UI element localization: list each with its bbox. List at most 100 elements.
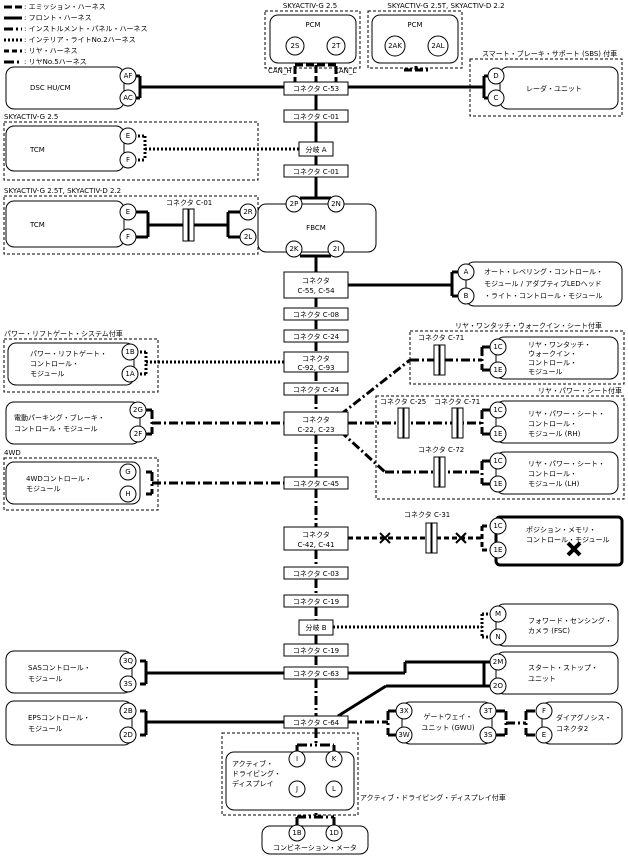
- pin-tcm1-f: F: [126, 156, 130, 164]
- pin-m-1b: 1B: [292, 829, 301, 837]
- connector-c45: [283, 476, 349, 490]
- pin-3q: 3Q: [123, 657, 133, 665]
- pin-h: H: [125, 490, 130, 498]
- pin-2o: 2O: [493, 682, 503, 690]
- pin-2p: 2P: [290, 200, 299, 208]
- sas-module: [5, 650, 133, 694]
- pin-rh-1c: 1C: [493, 406, 502, 414]
- pin-wi-1c: 1C: [493, 343, 502, 351]
- walkin-label-3: コントロール・: [528, 359, 577, 367]
- rps-rh-label-2: コントロール・: [528, 420, 577, 428]
- auto-leveling-label-3: ・ライト・コントロール・モジュール: [484, 292, 603, 300]
- pin-g: G: [125, 468, 130, 476]
- branch-b-label: 分岐 B: [305, 623, 326, 632]
- legend-rear: : リヤ・ハーネス: [24, 47, 78, 55]
- radar-module: [499, 66, 619, 110]
- group-label-active-disp: アクティブ・ドライビング・ディスプレイ付車: [360, 793, 506, 802]
- legend-front: : フロント・ハーネス: [24, 14, 92, 22]
- eps-module: [5, 700, 133, 746]
- legend-instrument: : インストルメント・パネル・ハーネス: [24, 25, 147, 33]
- connector-c42-label-2: C-42, C-41: [297, 541, 334, 549]
- diag-label-2: コネクタ2: [556, 724, 588, 733]
- fsc-module: [495, 603, 619, 647]
- pin-k: K: [332, 755, 337, 763]
- connector-c24b-label: コネクタ C-24: [293, 385, 340, 394]
- pin-af: AF: [124, 72, 133, 80]
- rps-rh-label-1: リヤ・パワー・シート・: [528, 410, 605, 418]
- sas-label-1: SASコントロール・: [28, 664, 91, 672]
- legend: : エミッション・ハーネス : フロント・ハーネス : インストルメント・パネル…: [4, 3, 147, 66]
- connector-c24a: [283, 329, 349, 343]
- branch-a-label: 分岐 A: [305, 145, 326, 154]
- liftgate-label-1: パワー・リフトゲート・: [30, 349, 107, 358]
- epb-label-1: 電動パーキング・ブレーキ・: [14, 413, 105, 422]
- pin-2n: 2N: [331, 200, 341, 208]
- connector-c71b-label: コネクタ C-71: [434, 397, 480, 406]
- can-l-label: CAN_L: [334, 67, 356, 75]
- option-groups: SKYACTIV-G 2.5 SKYACTIV-G 2.5T, SKYACTIV…: [3, 2, 625, 816]
- connector-c01-tcm-label: コネクタ C-01: [166, 198, 212, 207]
- tcm-module-2: [5, 200, 125, 248]
- connector-c92-label-2: C-92, C-93: [297, 364, 334, 372]
- connector-c63-label: コネクタ C-63: [293, 669, 339, 678]
- dsc-module: [5, 66, 125, 110]
- rps-lh-label-3: モジュール (LH): [528, 480, 580, 488]
- start-stop-label-2: ユニット: [528, 675, 556, 683]
- pin-pm-1c: 1C: [493, 522, 502, 530]
- group-label-skyg25-tcm: SKYACTIV-G 2.5: [4, 113, 58, 121]
- fbcm-label: FBCM: [306, 224, 326, 232]
- can-h-label: CAN_H: [268, 67, 292, 75]
- pin-diag-e: E: [542, 731, 546, 739]
- group-label-sbs: スマート・ブレーキ・サポート (SBS) 付車: [482, 49, 617, 58]
- pin-2f: 2F: [134, 430, 142, 438]
- group-label-skyg25t-tcm: SKYACTIV-G 2.5T, SKYACTIV-D 2.2: [4, 187, 121, 195]
- connector-c24a-label: コネクタ C-24: [293, 332, 340, 341]
- pos-mem-label-2: コントロール・モジュール: [526, 536, 610, 544]
- pin-c: C: [494, 94, 499, 102]
- open-circuit-mark-1: [379, 532, 391, 544]
- liftgate-label-2: コントロール・: [30, 360, 79, 368]
- pin-m-1d: 1D: [329, 829, 339, 837]
- pin-tcm1-e: E: [126, 132, 130, 140]
- connector-c31-label: コネクタ C-31: [404, 510, 450, 519]
- start-stop-module: [495, 651, 619, 695]
- connector-c08-label: コネクタ C-08: [293, 310, 339, 319]
- group-label-rear-walkin: リヤ・ワンタッチ・ウォークイン・シート付車: [455, 321, 602, 330]
- connector-c42: [283, 526, 349, 551]
- group-label-4wd: 4WD: [4, 449, 21, 457]
- meter-label: コンビネーション・メータ: [273, 843, 357, 852]
- group-label-skyg25t-top: SKYACTIV-G 2.5T, SKYACTIV-D 2.2: [387, 2, 504, 10]
- fsc-label-1: フォワード・センシング・: [528, 616, 612, 625]
- pin-3w: 3W: [398, 731, 409, 739]
- connector-c03-label: コネクタ C-03: [293, 569, 339, 578]
- pin-2s: 2S: [291, 42, 300, 50]
- auto-leveling-label-2: モジュール / アダプティブLEDヘッド: [484, 279, 602, 288]
- connector-c22-label-2: C-22, C-23: [297, 426, 334, 434]
- 4wd-module: [5, 461, 141, 505]
- pin-tcm2-f: F: [126, 233, 130, 241]
- position-memory-module: [494, 515, 624, 567]
- active-driving-display-module: [225, 751, 355, 811]
- liftgate-module: [7, 342, 135, 386]
- connector-c92-label-1: コネクタ: [302, 354, 330, 363]
- add-label-3: ディスプレイ: [232, 779, 274, 788]
- pin-2k: 2K: [289, 245, 298, 253]
- dsc-label: DSC HU/CM: [30, 84, 71, 92]
- connector-c19a: [283, 594, 349, 608]
- add-label-1: アクティブ・: [232, 759, 273, 768]
- connector-c01a: [283, 109, 349, 123]
- connector-c25-label: コネクタ C-25: [380, 397, 426, 406]
- connector-c24b: [283, 382, 349, 396]
- tcm-label-2: TCM: [29, 221, 45, 229]
- pin-lh-1c: 1C: [493, 457, 502, 465]
- connector-c08: [283, 307, 349, 321]
- pin-2b: 2B: [123, 707, 132, 715]
- eps-label-1: EPSコントロール・: [28, 714, 90, 722]
- pin-3x: 3X: [399, 707, 408, 715]
- radar-label: レーダ・ユニット: [526, 84, 582, 93]
- connector-c72-label: コネクタ C-72: [418, 445, 464, 454]
- pin-2l: 2L: [244, 233, 252, 241]
- epb-module: [5, 401, 141, 445]
- pin-b: B: [464, 292, 469, 300]
- pin-pm-1e: 1E: [494, 546, 503, 554]
